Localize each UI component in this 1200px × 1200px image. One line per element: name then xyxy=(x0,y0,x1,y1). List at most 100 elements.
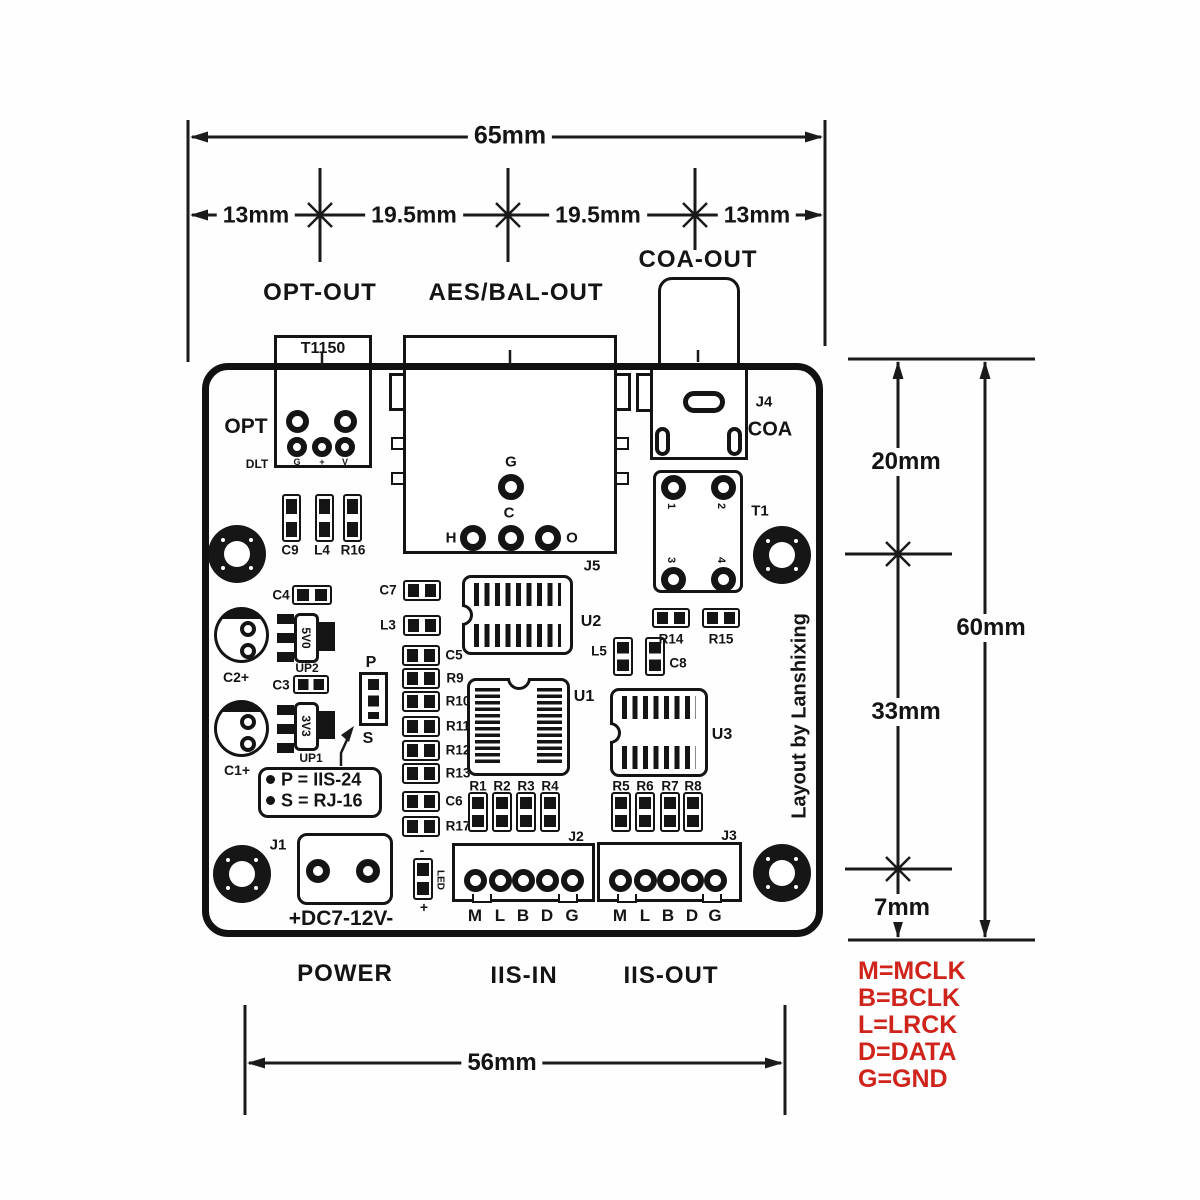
opt-pin-plus: + xyxy=(319,457,325,467)
opt-pad xyxy=(334,410,357,433)
ref-c1: C1+ xyxy=(223,762,251,778)
u2-pins-bottom xyxy=(474,624,561,647)
u2-pins-top xyxy=(474,583,561,606)
ref-up1: UP1 xyxy=(299,751,323,765)
pad-l5 xyxy=(613,637,633,676)
ref-c8: C8 xyxy=(669,655,687,671)
j2-pin-g: G xyxy=(565,906,579,925)
ref-r1: R1 xyxy=(469,778,487,794)
ref-l5: L5 xyxy=(591,643,607,659)
pad-c3 xyxy=(293,675,329,694)
u2-notch xyxy=(462,604,473,626)
j2-pin-m: M xyxy=(467,906,483,925)
mounting-hole xyxy=(208,525,266,583)
dim-segment-4: 13mm xyxy=(717,201,797,229)
bullet-icon xyxy=(266,796,275,805)
ref-r9: R9 xyxy=(446,670,464,686)
port-label-aes-bal-out: AES/BAL-OUT xyxy=(428,279,604,306)
pad-led xyxy=(413,858,433,900)
legend-item-bclk: B=BCLK xyxy=(858,984,961,1012)
dim-segment-2: 19.5mm xyxy=(365,201,463,229)
pad-r10 xyxy=(402,691,440,712)
up2-body xyxy=(294,613,319,663)
j5-tab xyxy=(617,437,629,450)
j3-hole xyxy=(704,869,727,892)
bullet-icon xyxy=(266,775,275,784)
pad-r3 xyxy=(516,792,536,832)
pad-r16 xyxy=(343,494,362,542)
pad-r7 xyxy=(660,792,680,832)
port-label-iis-in: IIS-IN xyxy=(490,962,558,989)
c2-hole xyxy=(240,643,256,659)
ref-c5: C5 xyxy=(445,647,463,663)
j5-pad-o xyxy=(535,525,561,551)
pad-l3 xyxy=(403,615,441,636)
opt-pin-v: V xyxy=(341,457,349,467)
ref-l4: L4 xyxy=(314,542,330,558)
opt-pad xyxy=(286,410,309,433)
ref-r6: R6 xyxy=(636,778,654,794)
up2-tab xyxy=(319,622,335,651)
opt-pin-g: G xyxy=(293,457,301,467)
j1-hole xyxy=(356,859,380,883)
mounting-hole xyxy=(753,526,811,584)
ref-up2: UP2 xyxy=(295,661,319,675)
pad-r12 xyxy=(402,740,440,761)
dim-total-width: 65mm xyxy=(467,121,553,151)
j5-tab xyxy=(391,437,403,450)
t1-pad-2 xyxy=(711,475,736,500)
up1-voltage: 3V3 xyxy=(299,715,313,737)
port-label-iis-out: IIS-OUT xyxy=(623,962,719,989)
j2-key-notch xyxy=(472,894,492,903)
ref-c6: C6 xyxy=(445,793,463,809)
opt-pad xyxy=(335,437,355,457)
cap-c1 xyxy=(214,700,269,757)
j5-tab xyxy=(617,472,629,485)
u3-notch xyxy=(610,721,621,744)
chip-u3 xyxy=(610,688,708,777)
t1-pin-1: 1 xyxy=(665,502,677,510)
ref-c4: C4 xyxy=(272,587,290,603)
j4-slot xyxy=(683,391,725,413)
ref-c7: C7 xyxy=(379,582,397,598)
j2-hole xyxy=(464,869,487,892)
j4-ear xyxy=(636,373,650,412)
pad-c4 xyxy=(292,585,332,605)
ref-l3: L3 xyxy=(380,617,396,633)
j5-pin-label-h: H xyxy=(445,529,457,547)
ref-r14: R14 xyxy=(658,631,684,647)
up2-legs xyxy=(277,614,294,662)
ref-j5: J5 xyxy=(583,557,601,575)
pad-r14 xyxy=(652,608,690,628)
jumper-label-p: P xyxy=(365,654,377,671)
j3-hole xyxy=(681,869,704,892)
j5-pin-label-o: O xyxy=(566,529,578,547)
j2-hole xyxy=(561,869,584,892)
layout-credit: Layout by Lanshixing xyxy=(788,613,811,819)
ref-r2: R2 xyxy=(493,778,511,794)
up1-legs xyxy=(277,705,294,753)
t1-pad-3 xyxy=(661,567,686,592)
pad-r17 xyxy=(402,816,440,837)
ref-r4: R4 xyxy=(541,778,559,794)
legend-item-mclk: M=MCLK xyxy=(858,957,966,985)
t1-pad-4 xyxy=(711,567,736,592)
j5-tab xyxy=(391,472,403,485)
ref-r3: R3 xyxy=(517,778,535,794)
legend-item-gnd: G=GND xyxy=(858,1065,948,1093)
j2-hole xyxy=(489,869,512,892)
pad-r6 xyxy=(635,792,655,832)
jumper-ps xyxy=(359,672,388,726)
pad-r2 xyxy=(492,792,512,832)
port-label-power: POWER xyxy=(297,960,393,987)
c1-hole xyxy=(240,714,256,730)
chip-u1 xyxy=(467,678,570,776)
pad-r5 xyxy=(611,792,631,832)
ref-r15: R15 xyxy=(708,631,734,647)
j5-pin-label-g: G xyxy=(505,453,517,471)
ref-r16: R16 xyxy=(340,542,366,558)
ref-u1: U1 xyxy=(573,688,595,705)
j2-hole xyxy=(536,869,559,892)
pad-c8 xyxy=(645,637,665,676)
up1-body xyxy=(294,702,319,751)
